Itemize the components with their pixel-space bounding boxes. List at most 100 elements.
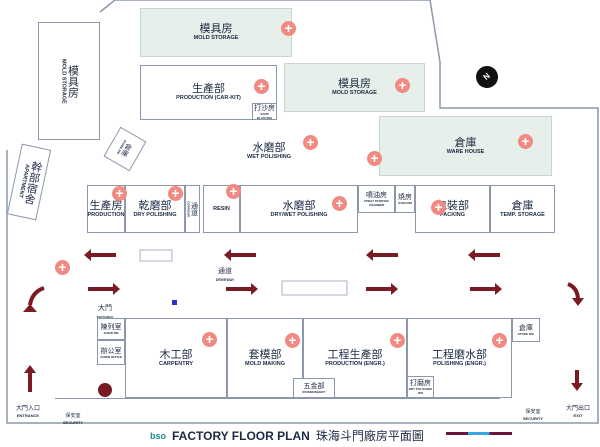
exit-en: EXIT	[573, 413, 583, 418]
room-name-en: WET POLISHING	[247, 154, 291, 160]
room-name-zh: 噴油房	[366, 191, 387, 199]
room-name-zh: 燒房	[398, 193, 412, 201]
room-name-en: TEMP. STORAGE	[500, 211, 545, 218]
room-name-en: RESIN	[213, 205, 230, 212]
room-name-en: DRY POLISHING	[133, 211, 177, 218]
room-name-en: ADMIN OFFICE	[100, 354, 122, 359]
logo-icon: bso	[150, 431, 167, 441]
room-name-zh: 生產部	[192, 82, 225, 95]
room-name-zh: 倉庫	[454, 135, 477, 149]
room-name-zh: 辦公室	[100, 346, 122, 355]
title-en: FACTORY FLOOR PLAN	[172, 429, 310, 443]
location-marker-icon[interactable]: +	[254, 79, 269, 94]
room-name-zh: 木工部	[159, 347, 193, 361]
room-name-en: PACKING	[440, 211, 465, 218]
location-marker-icon[interactable]: +	[281, 21, 296, 36]
location-marker-icon[interactable]: +	[518, 134, 533, 149]
room-name-zh: 倉庫	[511, 198, 534, 212]
room-name-en: STORE RM.	[517, 332, 535, 336]
room-name-zh: 工程生產部	[327, 347, 383, 361]
room-name-en: MOLD STORAGE	[60, 58, 67, 104]
arrow-right-icon	[226, 283, 258, 295]
location-marker-icon[interactable]: +	[112, 186, 127, 201]
security2-en: SECURITY	[522, 416, 544, 421]
entrance-zh: 大門入口	[15, 405, 40, 412]
location-marker-icon[interactable]: +	[492, 333, 507, 348]
room-name-en: IRONMONGERY	[302, 390, 326, 394]
exit-zh: 大門出口	[565, 405, 590, 412]
room-name-en: SHOW RM	[103, 331, 119, 335]
driveway-en: DRIVEWAY	[215, 278, 235, 282]
room-name-en: OVEN RM	[397, 201, 412, 205]
exit-label: 大門出口 EXIT	[562, 405, 594, 419]
room-name-en: POLISHING (ENGR.)	[433, 360, 486, 367]
room-name-en: MOLD STORAGE	[193, 35, 239, 41]
round-table-icon	[98, 383, 112, 397]
location-marker-icon[interactable]: +	[226, 184, 241, 199]
location-marker-icon[interactable]: +	[303, 135, 318, 150]
room-name-en: SPRAY PAINTING CHAMBER	[364, 199, 389, 207]
location-marker-icon[interactable]: +	[367, 151, 382, 166]
location-marker-icon[interactable]: +	[395, 78, 410, 93]
title-zh: 珠海斗門廠房平面圖	[315, 429, 424, 443]
entrance-en: ENTRANCE	[16, 413, 40, 418]
truck-icon	[139, 249, 173, 262]
gate-zh: 大門	[98, 304, 112, 312]
room-name-en: DRY POLISHING RM	[408, 387, 433, 395]
truck-icon	[281, 280, 348, 296]
location-marker-icon[interactable]: +	[285, 333, 300, 348]
room-name-zh: 陳列室	[100, 323, 122, 331]
location-marker-icon[interactable]: +	[168, 186, 183, 201]
room-name-en: WARE HOUSE	[446, 148, 485, 155]
room-name-zh: 工程磨水部	[432, 347, 487, 361]
arrow-right-icon	[88, 283, 120, 295]
arrow-left-icon	[366, 249, 398, 261]
room-name-zh: 打沙房	[254, 103, 275, 112]
arrow-left-icon	[84, 249, 116, 261]
driveway-zh: 通道	[218, 267, 232, 275]
security-zh: 保安室	[65, 413, 81, 419]
room-name-en: CARPENTRY	[158, 360, 194, 367]
location-marker-icon[interactable]: +	[202, 332, 217, 347]
room-name-zh: 水磨部	[282, 198, 316, 212]
curve-arrow-left	[28, 286, 45, 306]
driveway-label: 通道 DRIVEWAY	[205, 265, 245, 284]
room-name-zh: 模具房	[338, 77, 371, 90]
room-name-en: CORRIDOR	[186, 200, 191, 218]
security-label: 保安室 SECURITY	[58, 413, 88, 426]
location-marker-icon[interactable]: +	[55, 260, 70, 275]
location-marker-icon[interactable]: +	[390, 333, 405, 348]
arrow-left-icon	[224, 249, 256, 261]
location-marker-icon[interactable]: +	[431, 200, 446, 215]
arrow-right-icon	[366, 283, 398, 295]
up-arrow	[28, 372, 32, 392]
location-marker-icon[interactable]: +	[332, 196, 347, 211]
gate-label: 大門 ENTRANCE	[90, 302, 120, 321]
arrow-left-icon	[468, 249, 500, 261]
curve-arrow-right	[567, 282, 580, 301]
room-name-zh: 乾磨部	[138, 198, 172, 212]
room-name-zh: 生產房	[89, 198, 123, 212]
room-name-en: PRODUCTION	[87, 211, 125, 218]
